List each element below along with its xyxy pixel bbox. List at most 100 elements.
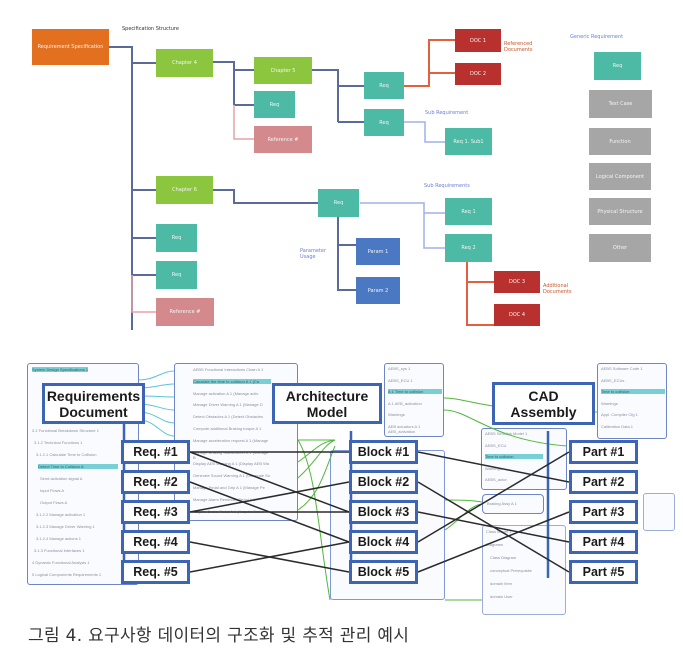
part-box-4: Part #4 (569, 530, 638, 554)
req-box-2: Req. #2 (121, 470, 190, 494)
sub-requirements-note: Sub Requirements (424, 183, 470, 189)
figure-caption: 그림 4. 요구사항 데이터의 구조화 및 추적 관리 예시 (28, 626, 410, 646)
panel-line: Calibration Data 1 (601, 423, 634, 429)
node-req-1: Req (254, 91, 295, 118)
panel-line: Manage Braking Stabilization A 1 (Manage… (193, 449, 269, 460)
panel-line: Acquire Brake Pedal A 1 (Acquire Brake (193, 508, 264, 514)
block-box-5: Block #5 (349, 560, 418, 584)
spec-structure-note: Specification Structure (122, 26, 179, 32)
panel-line: Time to collision (485, 454, 543, 459)
panel-line: A 1 Time to collision (388, 389, 442, 394)
legend-item-function: Function (589, 128, 651, 155)
panel-line: Manage acceleration request A 1 (Manage (193, 437, 269, 443)
extra-panel (643, 493, 675, 531)
panel-line: AEBS_ECU 1 (388, 377, 413, 383)
req-box-1: Req. #1 (121, 440, 190, 464)
part-box-3: Part #3 (569, 500, 638, 524)
connector-req-to-docs (404, 39, 455, 87)
legend-item-other: Other (589, 234, 651, 262)
node-req-sub1: Req 1. Sub1 (445, 128, 492, 155)
req-box-4: Req. #4 (121, 530, 190, 554)
panel-line: 3.1.3 Functional Interfaces 1 (34, 548, 85, 553)
cad-assembly-header: CAD Assembly (492, 382, 595, 425)
panel-line: Manage Pedal and Grip A 1 (Manage Pe (193, 485, 265, 490)
connector-chapter-a-trunk (213, 61, 235, 105)
req-box-5: Req. #5 (121, 560, 190, 584)
node-req-3: Req (364, 109, 404, 136)
structure-connectors (108, 39, 494, 330)
block-box-4: Block #4 (349, 530, 418, 554)
node-doc-2: DOC 2 (455, 63, 501, 85)
block-box-3: Block #3 (349, 500, 418, 524)
cyan-trace-link (138, 370, 175, 381)
connector-mid-sub (360, 202, 445, 249)
connector-chapter-a-reference (233, 105, 254, 140)
panel-line: System Design Specifications 1 (32, 367, 89, 372)
panel-line: Detect Time to Collision A (38, 464, 118, 469)
green-trace-link (444, 503, 483, 531)
node-doc-1: DOC 1 (455, 29, 501, 52)
connector-chapter-b-trunk (312, 69, 339, 122)
panel-line: Manage activation A 1 (Manage activ (193, 390, 259, 396)
panel-line: Time to collision (601, 389, 665, 394)
node-param-1: Param 1 (356, 238, 400, 265)
referenced-documents-note: Referenced Documents (504, 41, 533, 53)
panel-line: Send activation signal A (40, 476, 83, 481)
panel-line: AEBS_ECUs (601, 377, 625, 383)
panel-line: 3.1.2.2 Manage activation 1 (36, 512, 86, 517)
architecture-tree-panel: AEBS_sys 1 AEBS_ECU 1 A 1 Time to collisio… (384, 363, 444, 437)
panel-line: AEB actuators A 1 AEB_activation (388, 423, 421, 434)
panel-line: Compute additional Braking torque A 1 (193, 426, 262, 431)
green-trace-link (444, 499, 483, 503)
connector-mid-trunk (337, 216, 356, 291)
req-box-3: Req. #3 (121, 500, 190, 524)
panel-line: A 1 AEB_activation (388, 400, 422, 406)
node-requirement-specification: Requirement Specification (32, 29, 109, 65)
panel-line: 3.1.2.1 Calculate Time to Collision (36, 452, 97, 457)
sub-requirement-note: Sub Requirement (425, 110, 469, 116)
legend-item-req: Req (594, 52, 641, 80)
node-chapter-a: Chapter 4 (156, 49, 213, 77)
panel-line: Warnings (485, 465, 502, 471)
legend-title: Generic Requirement (570, 34, 624, 40)
braking-assy-label: Braking Assy A 1 (487, 501, 517, 506)
panel-line: Diagrams (486, 542, 504, 547)
node-req-2: Req (364, 72, 404, 99)
node-doc-4: DOC 4 (494, 304, 540, 326)
panel-line: Appl. Compiler Cfg 1 (601, 412, 638, 417)
panel-line: AEBS_actor (485, 477, 507, 482)
panel-line: Warnings (601, 400, 618, 406)
block-box-1: Block #1 (349, 440, 418, 464)
additional-documents-note: Additional Documents (543, 283, 572, 295)
panel-line: 3.1.2 Technical Functions 1 (34, 440, 83, 445)
panel-line: AEBS Software Code 1 (601, 366, 643, 371)
panel-line: Calculate the time to collision A 1 (Ca (193, 378, 271, 384)
node-chapter-b: Chapter 5 (254, 57, 312, 84)
node-reference: Reference # (254, 126, 312, 153)
panel-line: Display AEB Warning A 1 (Display AEB Wa (193, 461, 269, 467)
node-chapter-c-req-2: Req (156, 261, 197, 289)
panel-line: AEBS_sys 1 (388, 366, 411, 371)
braking-assy-panel: Braking Assy A 1 (482, 494, 544, 514)
panel-line: Class Diagram (490, 555, 517, 560)
connector-req2-to-docs (466, 261, 494, 326)
panel-line: 4 Dynamic Functional Analysis 1 (32, 560, 90, 565)
requirements-document-header: Requirements Document (42, 383, 145, 424)
node-req-mid: Req (318, 189, 359, 217)
panel-line: AEBS_ECU (485, 442, 507, 448)
legend-item-physical-structure: Physical Structure (589, 198, 651, 225)
panel-line: 3.1 Functional Breakdown Structure 1 (32, 428, 99, 433)
connector-root-trunk (108, 46, 133, 330)
node-doc-3: DOC 3 (494, 271, 540, 293)
part-box-5: Part #5 (569, 560, 638, 584)
node-reference-2: Reference # (156, 298, 214, 326)
panel-line: Manage Alarm Reminder Pedal A 1 (193, 496, 256, 502)
panel-line: Manage Driver Warning A 1 (Manage D (193, 402, 263, 408)
node-chapter-c-req-1: Req (156, 224, 197, 252)
connector-req-sub (404, 121, 445, 143)
panel-line: conceptual Prerequisite (490, 568, 532, 573)
panel-line: Detect Obstacles A 1 (Detect Obstacles (193, 414, 264, 420)
